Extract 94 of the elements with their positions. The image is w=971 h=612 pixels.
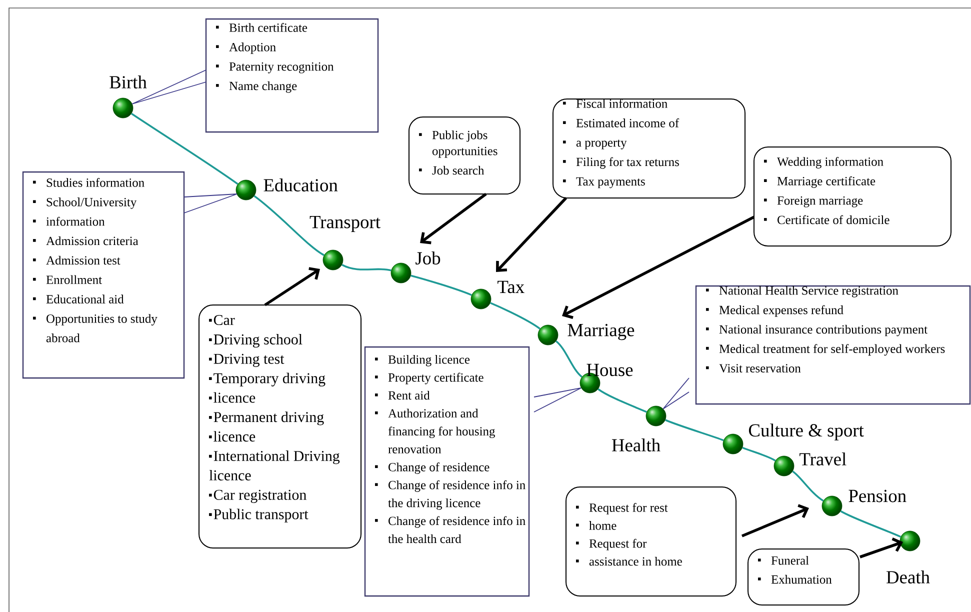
list-item: Studies information bbox=[33, 178, 144, 187]
arrow bbox=[420, 192, 487, 244]
timeline-curve bbox=[742, 446, 776, 462]
timeline-curve bbox=[410, 274, 472, 296]
milestone-label: Health bbox=[612, 438, 660, 452]
list-item: Driving school bbox=[209, 334, 302, 348]
list-item: Car registration bbox=[209, 490, 306, 503]
timeline-curve bbox=[342, 264, 392, 272]
info-box bbox=[408, 116, 520, 194]
arrow bbox=[562, 216, 755, 319]
arrow bbox=[264, 267, 320, 306]
timeline-curve bbox=[490, 302, 540, 330]
list-item: Estimated income of bbox=[563, 118, 680, 128]
leader-line bbox=[662, 378, 690, 410]
info-box bbox=[748, 548, 860, 606]
list-item: Change of residence info in the driving licence bbox=[375, 480, 526, 510]
list-item: Adoption bbox=[216, 42, 276, 54]
list-item: Funeral bbox=[758, 556, 809, 565]
list-item: Visit reservation bbox=[706, 364, 801, 373]
list-item: assistance in home bbox=[576, 556, 682, 566]
timeline-curve bbox=[555, 340, 582, 378]
timeline-curve bbox=[598, 388, 647, 413]
list-item: Tax payments bbox=[563, 177, 645, 188]
list-item: Authorization and financing for housing renovation bbox=[375, 408, 495, 454]
milestone-label: Tax bbox=[498, 280, 524, 294]
timeline-curve bbox=[792, 470, 824, 502]
list-item: National insurance contributions payment bbox=[706, 324, 928, 336]
milestone-label: Travel bbox=[800, 452, 846, 466]
milestone-label: House bbox=[586, 364, 633, 376]
info-box bbox=[22, 171, 185, 379]
list-item: Request for rest bbox=[576, 503, 668, 514]
info-box bbox=[552, 98, 746, 198]
list-item: Public transport bbox=[209, 508, 308, 522]
list-item: Enrollment bbox=[33, 275, 102, 284]
list-item: information bbox=[33, 216, 105, 226]
list-item: Property certificate bbox=[375, 372, 484, 384]
list-item: licence bbox=[209, 431, 256, 442]
list-item: International Driving licence bbox=[209, 450, 340, 480]
list-item: Fiscal information bbox=[563, 99, 668, 108]
list-item: Rent aid bbox=[375, 390, 430, 400]
milestone-label: Marriage bbox=[568, 324, 634, 340]
list-item: Admission criteria bbox=[33, 236, 138, 246]
list-item: Change of residence info in the health card bbox=[375, 516, 526, 544]
arrow bbox=[496, 197, 568, 272]
milestone-label: Pension bbox=[848, 490, 906, 502]
list-item: Admission test bbox=[33, 256, 120, 265]
leader-line bbox=[534, 388, 582, 412]
milestone-label: Job bbox=[416, 252, 440, 264]
list-item: School/University bbox=[33, 198, 137, 209]
list-item: National Health Service registration bbox=[706, 286, 898, 298]
list-item: Car bbox=[209, 315, 235, 326]
timeline-curve bbox=[131, 112, 238, 185]
list-item: Certificate of domicile bbox=[764, 215, 890, 224]
info-box bbox=[566, 486, 736, 596]
info-box bbox=[754, 146, 952, 246]
list-item: Foreign marriage bbox=[764, 196, 863, 208]
list-item: Job search bbox=[419, 166, 484, 175]
list-item: licence bbox=[209, 392, 256, 403]
leader-line bbox=[132, 70, 206, 104]
milestone-label: Culture & sport bbox=[748, 424, 864, 440]
list-item: Filing for tax returns bbox=[563, 157, 679, 169]
list-item: Permanent driving bbox=[209, 412, 324, 426]
list-item: Change of residence bbox=[375, 462, 490, 474]
info-box bbox=[364, 346, 530, 597]
arrow bbox=[860, 538, 903, 558]
list-item: a property bbox=[563, 140, 627, 150]
milestone-label: Transport bbox=[310, 216, 380, 232]
list-item: Building licence bbox=[375, 355, 470, 366]
timeline-curve bbox=[254, 195, 324, 256]
timeline-curve bbox=[665, 419, 724, 442]
list-item: Opportunities to study abroad bbox=[33, 314, 158, 342]
list-item: Medical expenses refund bbox=[706, 305, 844, 317]
info-box bbox=[205, 18, 379, 133]
info-box bbox=[695, 285, 971, 405]
milestone-label: Education bbox=[264, 178, 338, 192]
list-item: Name change bbox=[216, 81, 297, 93]
list-item: Driving test bbox=[209, 354, 284, 367]
list-item: Temporary driving bbox=[209, 372, 326, 386]
milestone-label: Birth bbox=[110, 76, 147, 88]
leader-line bbox=[184, 194, 238, 214]
list-item: Exhumation bbox=[758, 574, 832, 584]
timeline-curve bbox=[840, 510, 902, 538]
list-item: Wedding information bbox=[764, 157, 884, 168]
list-item: Public jobs opportunities bbox=[419, 130, 498, 158]
list-item: Medical treatment for self-employed workers bbox=[706, 344, 945, 356]
list-item: Educational aid bbox=[33, 294, 124, 304]
info-box bbox=[198, 304, 362, 548]
list-item: Paternity recognition bbox=[216, 62, 334, 74]
list-item: Request for bbox=[576, 538, 647, 550]
list-item: Marriage certificate bbox=[764, 176, 876, 188]
milestone-label: Death bbox=[886, 570, 930, 584]
list-item: home bbox=[576, 521, 616, 530]
arrow bbox=[741, 504, 809, 538]
list-item: Birth certificate bbox=[216, 23, 308, 32]
